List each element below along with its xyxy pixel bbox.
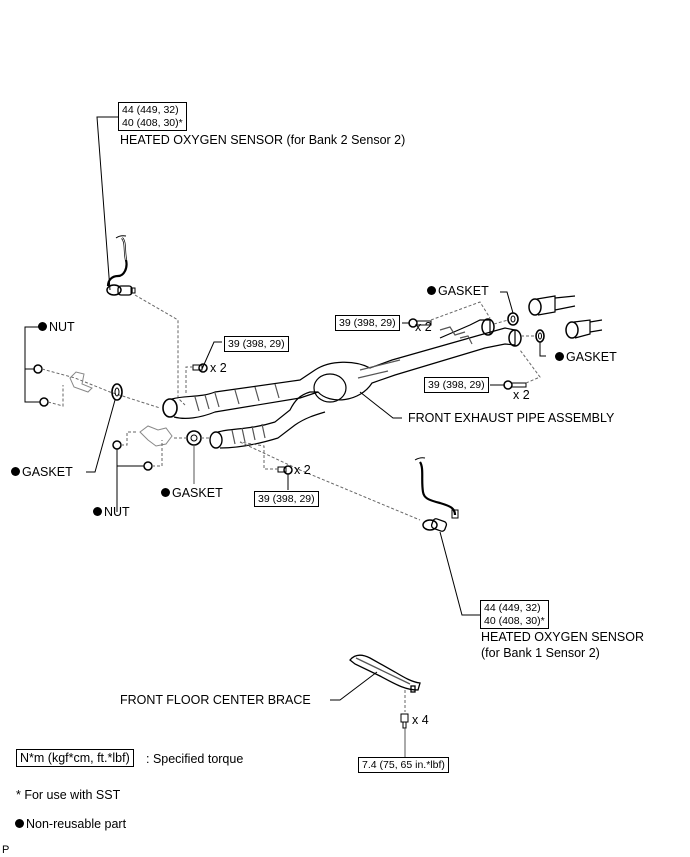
- leader-bolt-upper-left: [201, 341, 222, 370]
- torque-spec-bolt-lower-left: 39 (398, 29): [254, 491, 319, 507]
- gasket-rear-upper-text: GASKET: [438, 284, 489, 298]
- torque-spec-bolt-rear-upper: 39 (398, 29): [335, 315, 400, 331]
- flange-bracket-icon: [139, 425, 173, 447]
- label-sensor-bank1-line1: HEATED OXYGEN SENSOR: [481, 630, 644, 644]
- gasket-left-text: GASKET: [22, 465, 73, 479]
- non-reusable-dot-icon: [38, 322, 47, 332]
- leader-sensor-bank1: [439, 531, 480, 616]
- bolt-lower-left-icon: [277, 465, 293, 475]
- legend-torque-unit: N*m (kgf*cm, ft.*lbf): [16, 749, 134, 767]
- label-gasket-rear-upper: GASKET: [427, 284, 489, 298]
- nut-lower-text: NUT: [104, 505, 130, 519]
- nut-icon: [33, 364, 43, 374]
- leader-gasket-left: [86, 399, 116, 473]
- non-reusable-dot-icon: [93, 507, 102, 517]
- non-reusable-dot-icon: [161, 488, 170, 498]
- front-floor-center-brace-icon: [349, 654, 421, 693]
- leader-front-floor-brace: [330, 671, 378, 701]
- oxygen-sensor-bank2-icon: [106, 235, 136, 296]
- qty-bolt-lower-left: x 2: [294, 463, 311, 477]
- torque-value-sst: 40 (408, 30)*: [484, 614, 545, 627]
- label-gasket-left: GASKET: [11, 465, 73, 479]
- qty-brace-bolt: x 4: [412, 713, 429, 727]
- torque-spec-sensor-bank2: 44 (449, 32) 40 (408, 30)*: [118, 102, 187, 131]
- tail-pipe-lower-icon: [565, 319, 603, 339]
- torque-spec-brace-bolt: 7.4 (75, 65 in.*lbf): [358, 757, 449, 773]
- gasket-rear-upper-icon: [507, 312, 519, 326]
- nut-icon: [112, 440, 122, 450]
- torque-value-primary: 44 (449, 32): [484, 602, 541, 614]
- bolt-rear-upper-icon: [408, 318, 432, 328]
- gasket-mid-icon: [186, 430, 202, 446]
- oxygen-sensor-bank1-icon: [414, 457, 459, 532]
- nut-upper-text: NUT: [49, 320, 75, 334]
- label-gasket-rear-lower: GASKET: [555, 350, 617, 364]
- brace-bolt-icon: [400, 713, 409, 729]
- legend-torque-desc: : Specified torque: [146, 752, 244, 766]
- gasket-rear-lower-icon: [535, 329, 545, 343]
- bolt-upper-left-icon: [192, 363, 208, 373]
- nut-icon: [143, 461, 153, 471]
- label-gasket-mid: GASKET: [161, 486, 223, 500]
- torque-value-primary: 44 (449, 32): [122, 104, 179, 116]
- label-sensor-bank1-line2: (for Bank 1 Sensor 2): [481, 646, 600, 660]
- non-reusable-dot-icon: [427, 286, 436, 296]
- legend-non-reusable-text: Non-reusable part: [26, 817, 127, 831]
- non-reusable-dot-icon: [11, 467, 20, 477]
- bracket-icon: [69, 371, 93, 393]
- gasket-mid-text: GASKET: [172, 486, 223, 500]
- label-nut-lower: NUT: [93, 505, 130, 519]
- label-front-exhaust-pipe: FRONT EXHAUST PIPE ASSEMBLY: [408, 411, 615, 425]
- gasket-rear-lower-text: GASKET: [566, 350, 617, 364]
- legend-sst-note: * For use with SST: [16, 788, 121, 802]
- label-sensor-bank2: HEATED OXYGEN SENSOR (for Bank 2 Sensor …: [120, 133, 406, 147]
- leader-sensor-bank2: [96, 116, 118, 291]
- qty-bolt-rear-lower: x 2: [513, 388, 530, 402]
- label-front-floor-brace: FRONT FLOOR CENTER BRACE: [120, 693, 311, 707]
- torque-value-sst: 40 (408, 30)*: [122, 116, 183, 129]
- label-nut-upper: NUT: [38, 320, 75, 334]
- qty-bolt-rear-upper: x 2: [415, 320, 432, 334]
- non-reusable-dot-icon: [555, 352, 564, 362]
- leader-gasket-rear-upper: [500, 291, 514, 314]
- qty-bolt-upper-left: x 2: [210, 361, 227, 375]
- non-reusable-dot-icon: [15, 819, 24, 829]
- tail-pipe-upper-icon: [528, 295, 576, 316]
- legend-non-reusable: Non-reusable part: [15, 817, 126, 831]
- nut-icon: [39, 397, 49, 407]
- leader-front-exhaust-pipe: [359, 391, 402, 419]
- torque-spec-sensor-bank1: 44 (449, 32) 40 (408, 30)*: [480, 600, 549, 629]
- leader-nut-upper: [24, 326, 40, 403]
- corner-mark: P: [2, 844, 10, 856]
- gasket-left-icon: [111, 383, 123, 401]
- guide-sensor-bank2: [134, 294, 186, 406]
- front-exhaust-pipe-icon: [162, 318, 522, 449]
- torque-spec-bolt-upper-left: 39 (398, 29): [224, 336, 289, 352]
- leader-gasket-rear-lower: [539, 342, 546, 357]
- guide-sensor-bank1: [239, 441, 421, 521]
- torque-spec-bolt-rear-lower: 39 (398, 29): [424, 377, 489, 393]
- bolt-rear-lower-icon: [503, 380, 527, 390]
